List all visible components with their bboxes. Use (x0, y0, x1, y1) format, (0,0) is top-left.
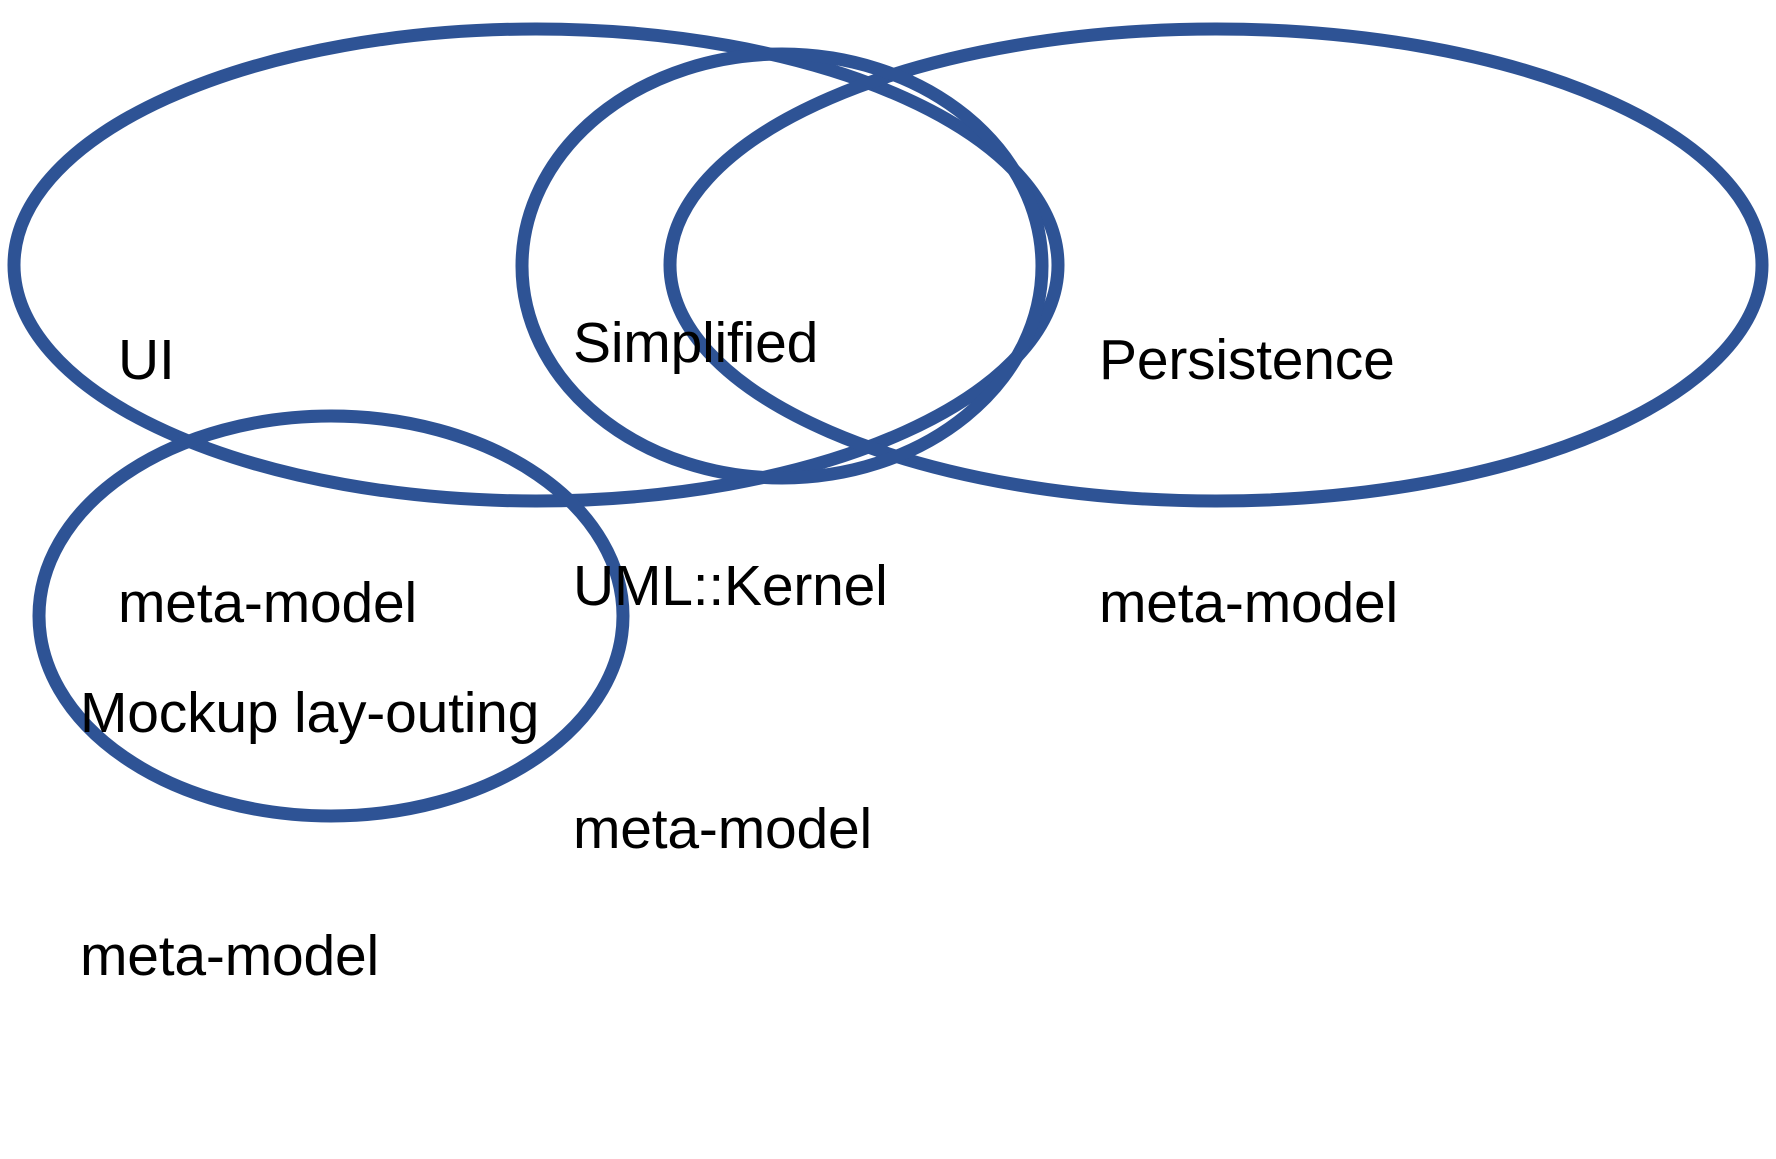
label-kernel-line-1: Simplified (573, 310, 819, 375)
label-mockup-line-1: Mockup lay-outing (80, 680, 540, 745)
ellipse-persistence-meta-model[interactable] (663, 22, 1769, 508)
label-ui-meta-model: UI meta-model (118, 158, 417, 806)
label-kernel-line-2: UML::Kernel (573, 553, 888, 618)
label-persistence-line-2: meta-model (1099, 570, 1398, 635)
label-persistence-line-1: Persistence (1099, 327, 1395, 392)
label-kernel-line-3: meta-model (573, 796, 872, 861)
label-simplified-uml-kernel-meta-model: Simplified UML::Kernel meta-model (573, 141, 888, 1031)
label-mockup-line-2: meta-model (80, 923, 379, 988)
venn-diagram-canvas (7, 22, 1769, 823)
ellipse-mockup-lay-outing-meta-model[interactable] (32, 409, 630, 823)
ellipse-simplified-uml-kernel-meta-model[interactable] (515, 47, 1049, 485)
venn-diagram: UI meta-model Simplified UML::Kernel met… (7, 22, 1769, 988)
label-ui-line-1: UI (118, 327, 175, 392)
label-persistence-meta-model: Persistence meta-model (1099, 158, 1398, 806)
label-ui-line-2: meta-model (118, 570, 417, 635)
label-mockup-lay-outing-meta-model: Mockup lay-outing meta-model (80, 511, 539, 1159)
ellipse-ui-meta-model[interactable] (7, 22, 1065, 508)
